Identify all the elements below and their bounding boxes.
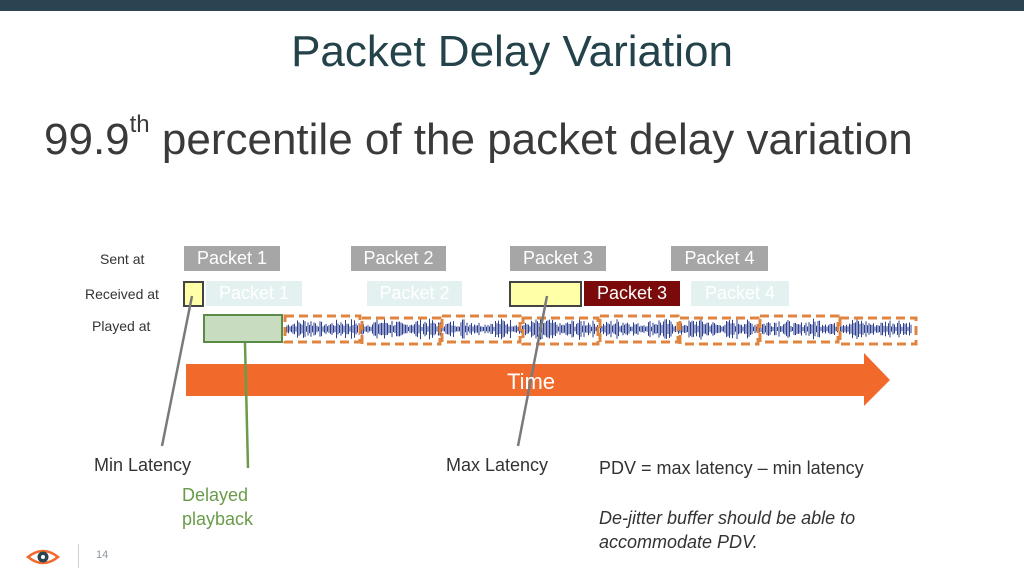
row-label-sent: Sent at [100,251,145,267]
max-latency-pointer [516,295,549,447]
audio-waveform [286,318,912,340]
buffer-segment [440,314,522,344]
subtitle-superscript: th [129,111,150,138]
buffer-segment [598,314,680,344]
playback-delay-box [203,314,283,343]
buffer-segment [283,314,362,344]
subtitle-number: 99.9 [44,115,130,164]
buffer-segment [758,314,840,344]
time-arrow [186,353,890,406]
footer-divider [78,544,79,568]
waveform-path [286,318,912,340]
delayed-playback-label-line1: Delayed [182,485,249,505]
buffer-segment [360,316,442,346]
dejitter-note-line1: De-jitter buffer should be able to [599,508,856,528]
pdv-formula: PDV = max latency – min latency [599,458,864,478]
min-latency-box [183,281,204,307]
sent-packet-2: Packet 2 [351,246,446,271]
received-packet-3: Packet 3 [584,281,680,306]
slide-title: Packet Delay Variation [291,27,733,76]
buffer-segment [678,316,760,346]
sent-packet-3: Packet 3 [510,246,606,271]
max-latency-label: Max Latency [446,455,549,475]
delayed-playback-pointer [243,342,250,469]
subtitle-text: percentile of the packet delay variation [149,115,913,164]
min-latency-label: Min Latency [94,455,192,475]
received-packet-1: Packet 1 [206,281,302,306]
buffer-segment [838,316,918,346]
received-packet-2: Packet 2 [367,281,462,306]
min-latency-pointer [160,295,194,447]
row-label-received: Received at [85,286,159,302]
sent-packet-1: Packet 1 [184,246,280,271]
page-number: 14 [96,549,109,561]
received-packet-4: Packet 4 [691,281,789,306]
time-label: Time [507,369,555,394]
buffer-segment [521,316,600,346]
row-label-played: Played at [92,318,151,334]
slide-subtitle: 99.9th percentile of the packet delay va… [44,111,913,168]
sent-packet-4: Packet 4 [671,246,768,271]
dejitter-buffer-segments [283,314,918,346]
dejitter-note-line2: accommodate PDV. [599,532,758,552]
delayed-playback-label-line2: playback [182,509,254,529]
eye-logo-icon [26,549,60,565]
top-bar [0,0,1024,11]
